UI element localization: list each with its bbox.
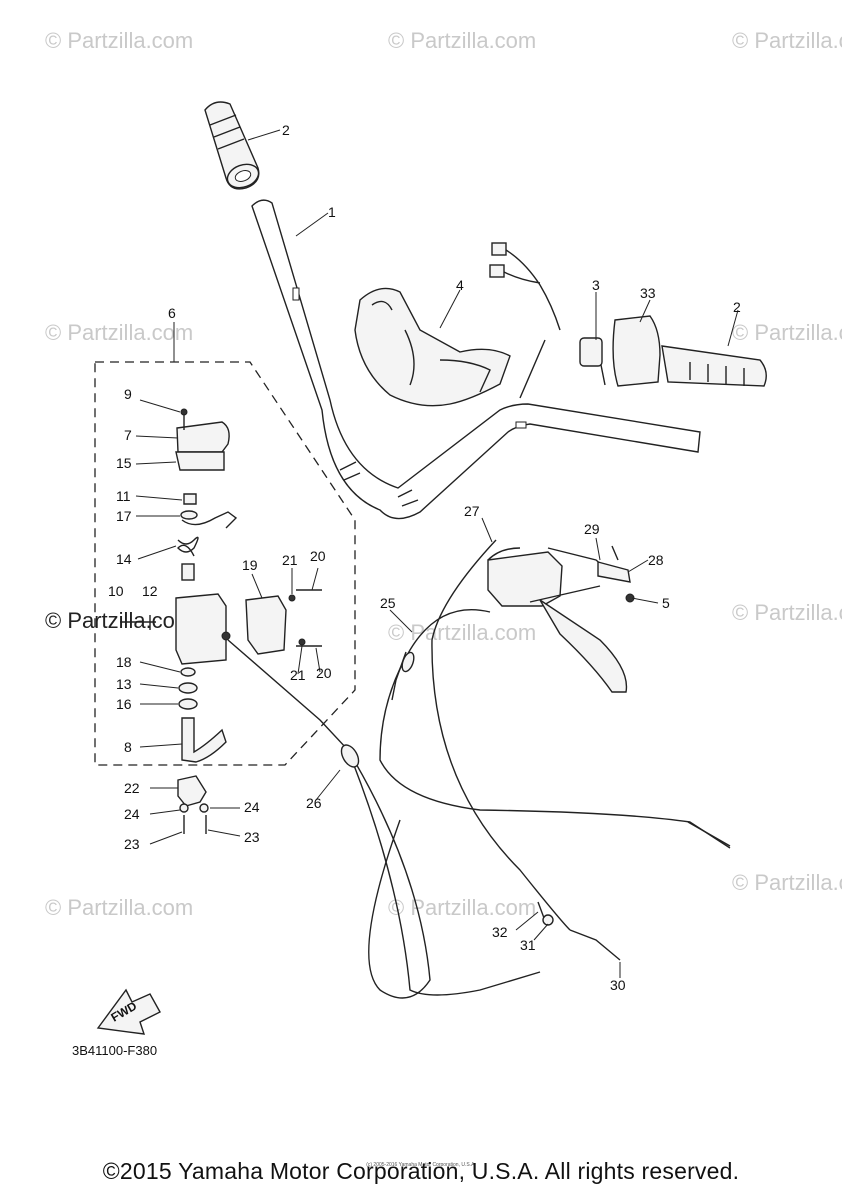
callout-20: 20 [316,665,332,681]
callout-26: 26 [306,795,322,811]
watermark: © Partzilla.com [388,895,536,920]
callout-3: 3 [592,277,600,293]
brake-lever-assembly [487,545,635,693]
callout-1: 1 [328,204,336,220]
callout-12: 12 [142,583,158,599]
callout-28: 28 [648,552,664,568]
callout-30: 30 [610,977,626,993]
watermark: © Partzilla.com [732,320,842,345]
watermark: © Partzilla.com [732,28,842,53]
watermark: © Partzilla.com [45,320,193,345]
callout-7: 7 [124,427,132,443]
right-switch-assembly [489,242,767,399]
watermark: © Partzilla.com [388,620,536,645]
callout-15: 15 [116,455,132,471]
callout-24: 24 [124,806,140,822]
watermark: © Partzilla.com [45,895,193,920]
callout-13: 13 [116,676,132,692]
callout-17: 17 [116,508,132,524]
copyright-footer: ©2015 Yamaha Motor Corporation, U.S.A. A… [102,1158,740,1184]
callout-5: 5 [662,595,670,611]
callout-2: 2 [733,299,741,315]
callout-27: 27 [464,503,480,519]
callout-4: 4 [456,277,464,293]
callout-25: 25 [380,595,396,611]
left-switch-assembly [94,361,356,766]
fwd-arrow: FWD [96,988,161,1035]
bracket-hardware [177,775,209,834]
callout-8: 8 [124,739,132,755]
callout-11: 11 [116,488,131,504]
callout-10: 10 [108,583,124,599]
callout-23: 23 [124,836,140,852]
callout-31: 31 [520,937,536,953]
callout-33: 33 [640,285,656,301]
callout-21: 21 [290,667,306,683]
left-grip [204,101,260,190]
leader-lines [135,129,739,978]
callout-20: 20 [310,548,326,564]
watermark: © Partzilla.com [388,28,536,53]
cables [227,539,731,999]
callout-16: 16 [116,696,132,712]
callout-2: 2 [282,122,290,138]
handlebar [251,199,701,520]
watermark: © Partzilla.com [732,870,842,895]
callouts: 2 1 2 3 33 4 6 9 7 15 11 17 14 10 12 18 … [108,122,741,993]
callout-14: 14 [116,551,132,567]
tiny-copyright-note: (c) 2005-2016 Yamaha Motor Corporation, … [366,1162,476,1168]
callout-19: 19 [242,557,258,573]
callout-21: 21 [282,552,298,568]
handlebar-cover [354,287,511,407]
watermarks: © Partzilla.com © Partzilla.com © Partzi… [45,28,842,920]
watermark: © Partzilla.com [732,600,842,625]
callout-29: 29 [584,521,600,537]
watermark-dark: © Partzilla.com [45,608,193,633]
callout-22: 22 [124,780,140,796]
callout-23: 23 [244,829,260,845]
diagram-code: 3B41100-F380 [72,1043,158,1058]
callout-18: 18 [116,654,132,670]
callout-6: 6 [168,305,176,321]
callout-32: 32 [492,924,508,940]
callout-24: 24 [244,799,260,815]
watermark: © Partzilla.com [45,28,193,53]
callout-9: 9 [124,386,132,402]
